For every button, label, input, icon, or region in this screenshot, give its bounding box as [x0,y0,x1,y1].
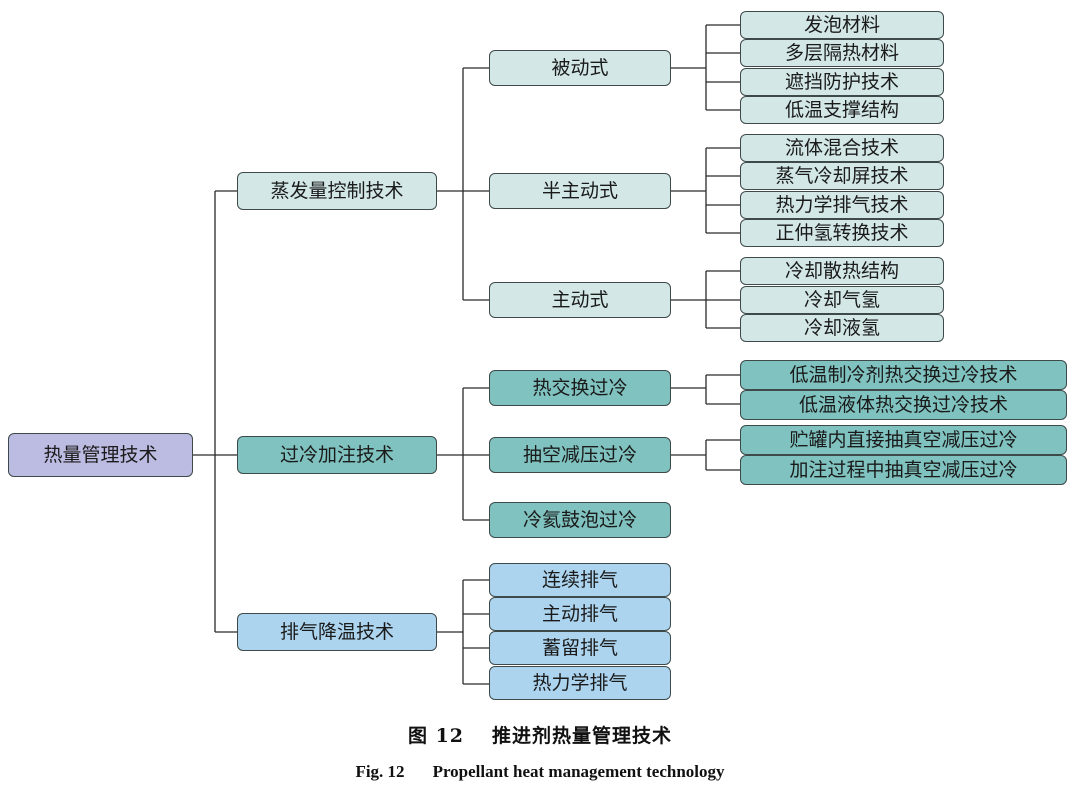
root-node: 热量管理技术 [8,433,193,477]
caption-en-title: Propellant heat management technology [432,762,725,781]
leaf-ortho-para-conversion: 正仲氢转换技术 [740,219,944,247]
branch-subcooling-filling: 过冷加注技术 [237,436,437,474]
leaf-cryogenic-liquid-heat-exchange: 低温液体热交换过冷技术 [740,390,1067,420]
node-cold-helium-bubbling-subcooling: 冷氦鼓泡过冷 [489,502,671,538]
node-continuous-venting: 连续排气 [489,563,671,597]
branch-evaporation-control: 蒸发量控制技术 [237,172,437,210]
leaf-fluid-mixing: 流体混合技术 [740,134,944,162]
caption-cn-number: 图 12 [407,725,465,747]
node-semi-active: 半主动式 [489,173,671,209]
leaf-cooling-liquid-hydrogen: 冷却液氢 [740,314,944,342]
node-heat-exchange-subcooling: 热交换过冷 [489,370,671,406]
connector-lines [193,24,740,685]
heat-management-tree-diagram: 热量管理技术 蒸发量控制技术 过冷加注技术 排气降温技术 被动式 半主动式 主动… [8,11,1067,700]
leaf-cooling-radiator-structure: 冷却散热结构 [740,257,944,285]
leaf-in-tank-vacuum-depressurization: 贮罐内直接抽真空减压过冷 [740,425,1067,455]
leaf-multilayer-insulation: 多层隔热材料 [740,39,944,67]
leaf-cryogen-heat-exchange: 低温制冷剂热交换过冷技术 [740,360,1067,390]
leaf-foam-material: 发泡材料 [740,11,944,39]
figure-caption-english: Fig. 12 Propellant heat management techno… [0,762,1080,782]
leaf-thermodynamic-vent: 热力学排气技术 [740,191,944,219]
node-thermodynamic-venting: 热力学排气 [489,666,671,700]
leaf-vapor-cooled-shield: 蒸气冷却屏技术 [740,162,944,190]
leaf-cryogenic-support-structure: 低温支撑结构 [740,96,944,124]
figure-caption-chinese: 图 12 推进剂热量管理技术 [0,721,1080,748]
node-vacuum-depressurization-subcooling: 抽空减压过冷 [489,437,671,473]
node-active-venting: 主动排气 [489,597,671,631]
leaf-shielding-protection: 遮挡防护技术 [740,68,944,96]
node-active: 主动式 [489,282,671,318]
branch-venting-cooling: 排气降温技术 [237,613,437,651]
caption-cn-title: 推进剂热量管理技术 [492,725,673,747]
caption-en-number: Fig. 12 [355,762,405,781]
leaf-during-filling-vacuum-depressurization: 加注过程中抽真空减压过冷 [740,455,1067,485]
leaf-cooling-gaseous-hydrogen: 冷却气氢 [740,286,944,314]
node-retention-venting: 蓄留排气 [489,631,671,665]
node-passive: 被动式 [489,50,671,86]
